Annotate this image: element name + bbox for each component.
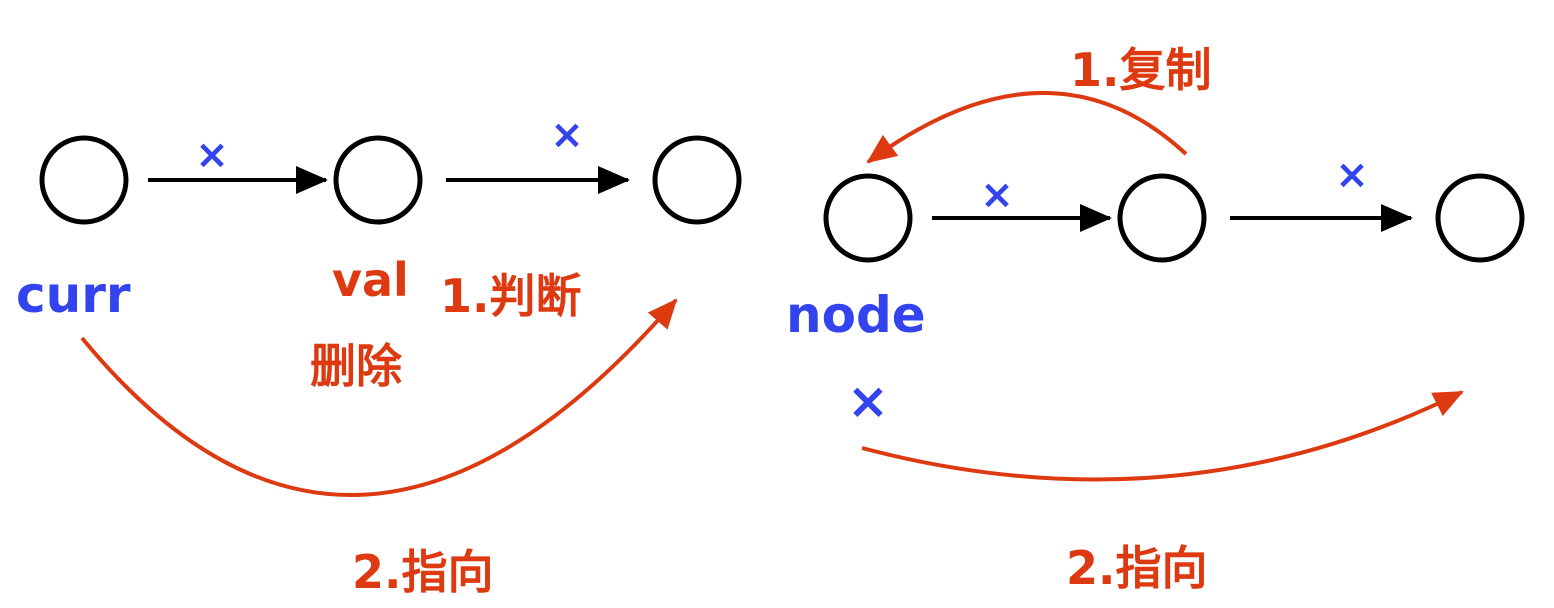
node-cross-mark: ×: [847, 372, 889, 430]
right-link-2-cross-mark: ×: [1335, 152, 1369, 198]
left-link-1-cross-mark: ×: [195, 132, 229, 178]
left-point-arrow: [80, 298, 678, 497]
right-link-1-cross-mark: ×: [980, 172, 1014, 218]
left-link-2-cross-mark: ×: [550, 112, 584, 158]
right-node-2: [1117, 173, 1207, 263]
left-point-label: 2.指向: [352, 545, 493, 599]
right-node-1: [823, 173, 913, 263]
node-label: node: [786, 286, 926, 344]
judge-label: 1.判断: [440, 269, 581, 323]
right-point-label: 2.指向: [1066, 541, 1207, 595]
left-node-1: [39, 135, 129, 225]
right-copy-arrow: [866, 91, 1188, 164]
left-node-3: [652, 135, 742, 225]
val-label: val: [332, 253, 409, 307]
curr-label: curr: [16, 266, 131, 324]
right-point-arrow: [861, 390, 1464, 482]
copy-label: 1.复制: [1070, 43, 1211, 97]
left-diagram: × × curr val 删除 1.判断 2.指向: [16, 112, 742, 599]
right-diagram: × × 1.复制 node × 2.指向: [786, 43, 1525, 595]
right-node-3: [1435, 173, 1525, 263]
left-node-2: [333, 135, 423, 225]
delete-label: 删除: [310, 339, 403, 393]
